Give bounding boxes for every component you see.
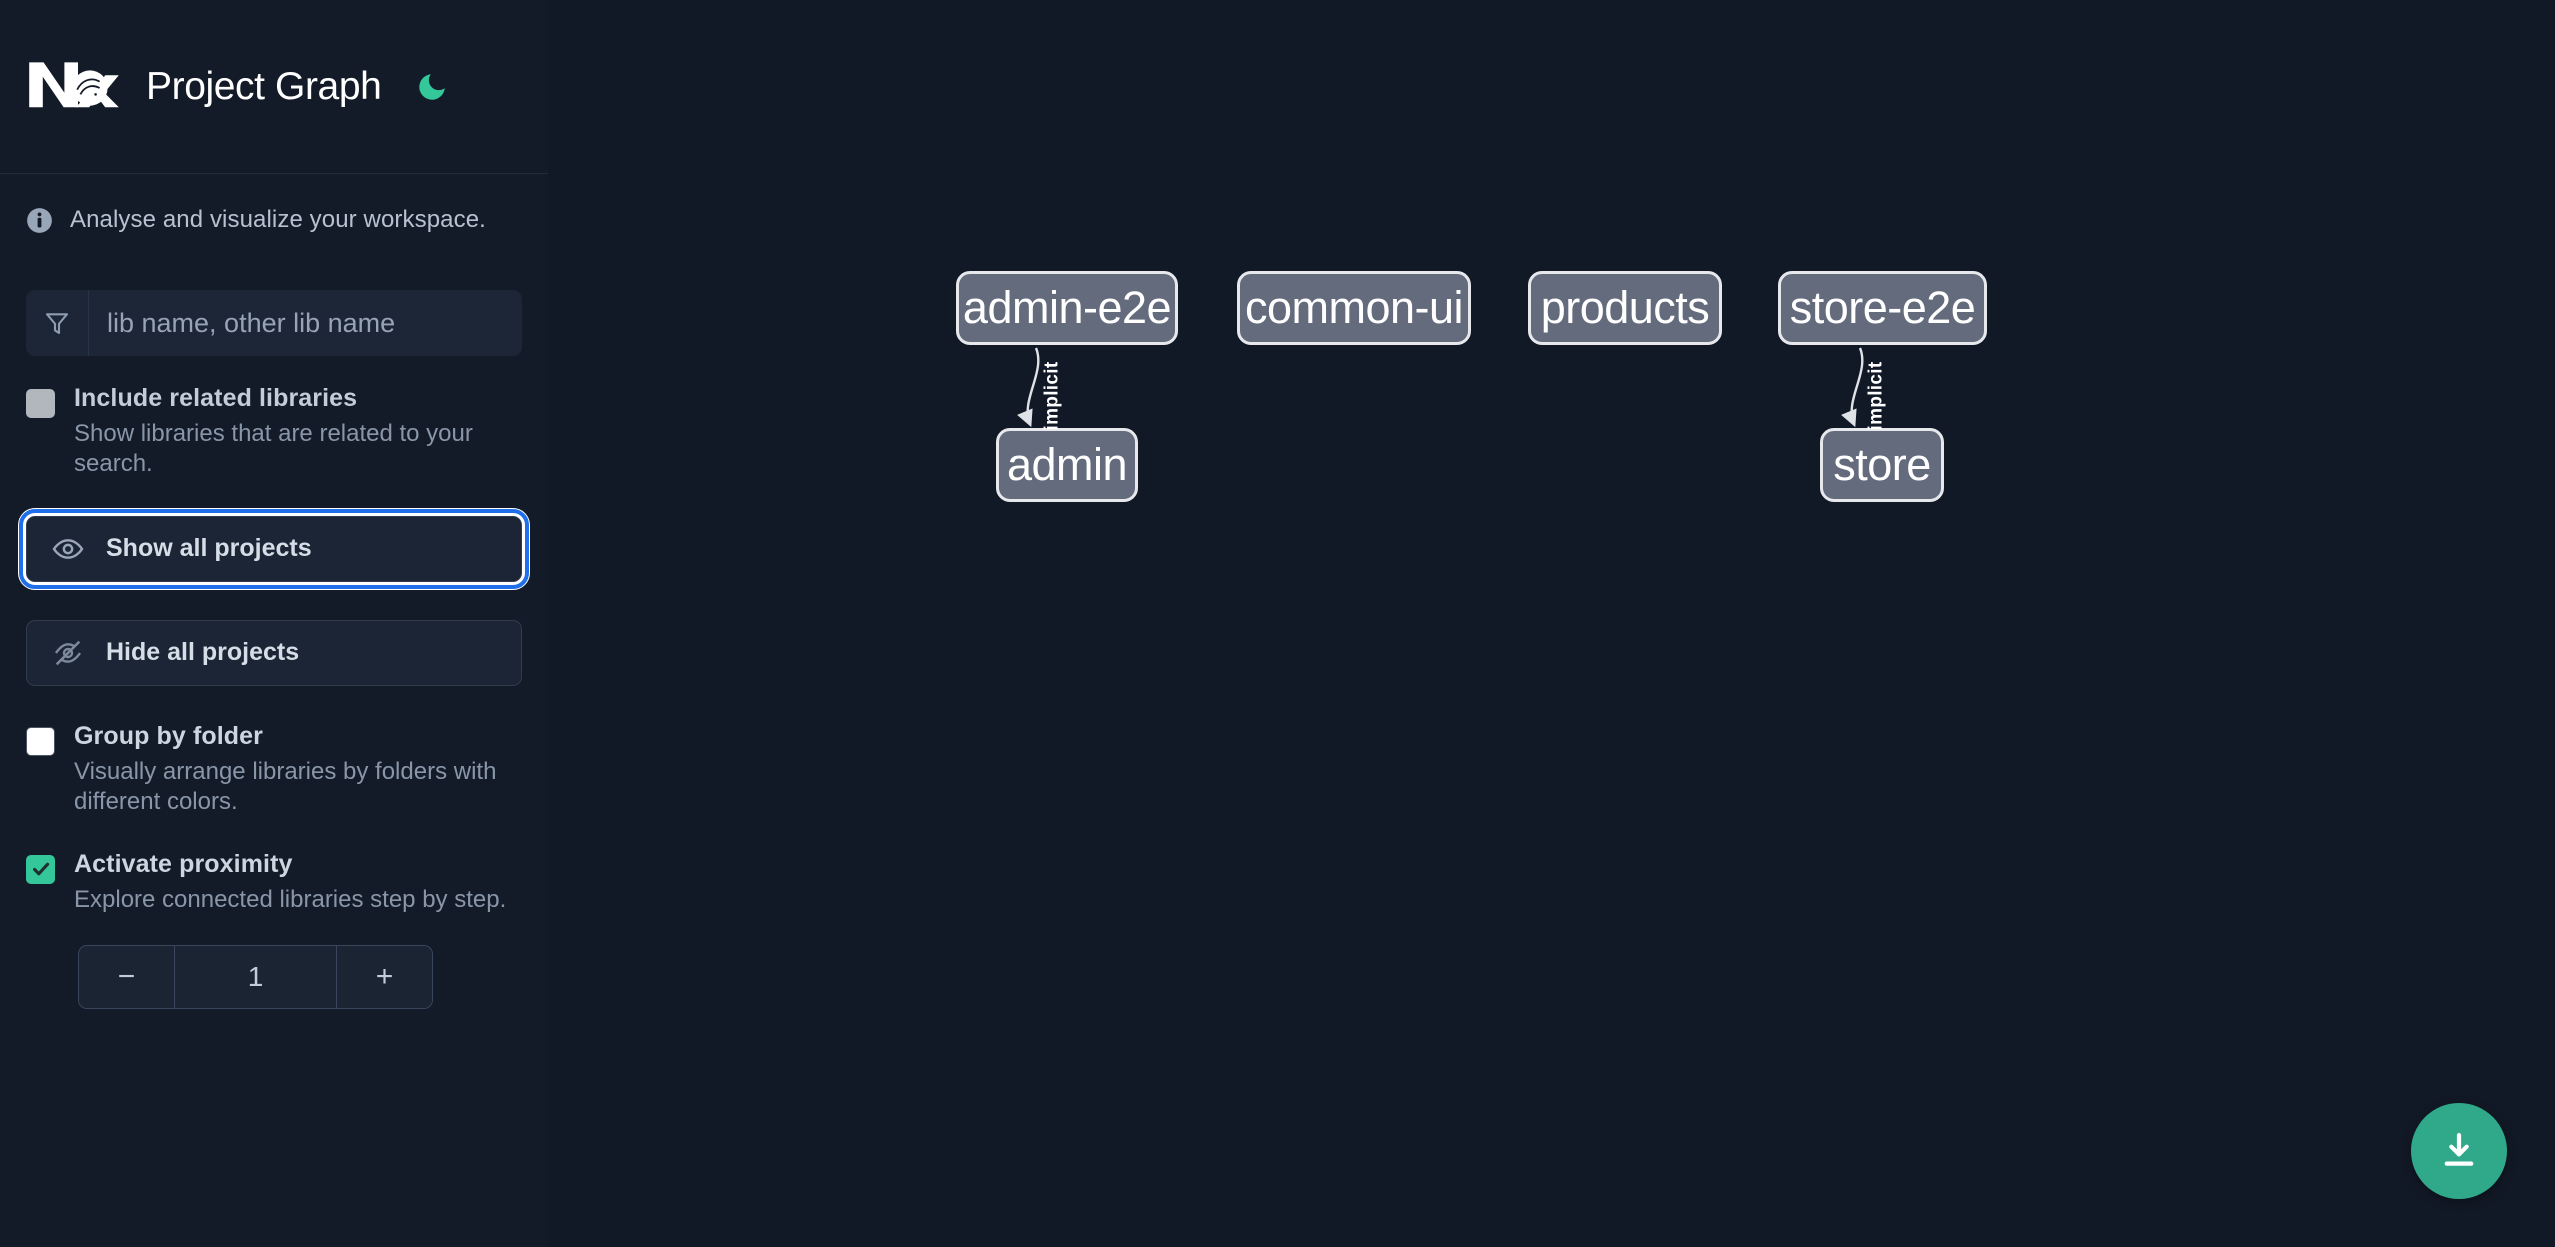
eye-icon (52, 533, 84, 565)
search-input[interactable] (89, 290, 522, 356)
proximity-decrement-button[interactable]: − (79, 946, 175, 1009)
graph-node-admin[interactable]: admin (996, 428, 1138, 502)
option-activate-proximity[interactable]: Activate proximity Explore connected lib… (26, 818, 522, 915)
nx-logo-icon (26, 56, 122, 118)
option-title: Include related libraries (74, 384, 358, 412)
proximity-value: 1 (175, 946, 336, 1009)
group-by-folder-checkbox-cell (26, 722, 74, 818)
edge-label-store-e2e-to-store: implicit (1865, 361, 1887, 431)
include-related-libraries-checkbox[interactable] (26, 389, 55, 418)
edge-admin-e2e-to-admin (1017, 347, 1040, 428)
option-description: Explore connected libraries step by step… (74, 885, 507, 913)
download-button[interactable] (2411, 1103, 2507, 1199)
search-box[interactable] (26, 290, 522, 356)
group-by-folder-checkbox[interactable] (26, 726, 55, 756)
proximity-increment-button[interactable]: + (336, 946, 432, 1009)
group-by-folder-text: Group by folder Visually arrange librari… (74, 722, 522, 818)
option-description: Show libraries that are related to your … (74, 420, 473, 478)
include-related-libraries-text: Include related libraries Show libraries… (74, 384, 522, 480)
edge-store-e2e-to-store (1841, 347, 1864, 428)
edge-label-admin-e2e-to-admin: implicit (1041, 361, 1063, 431)
graph-node-store-e2e[interactable]: store-e2e (1778, 271, 1987, 345)
option-title: Activate proximity (74, 849, 293, 878)
graph-node-products[interactable]: products (1528, 271, 1722, 345)
activate-proximity-checkbox-cell (26, 850, 74, 915)
sidebar-header: Project Graph (0, 0, 548, 174)
proximity-stepper[interactable]: − 1 + (78, 945, 433, 1010)
show-all-projects-button[interactable]: Show all projects (19, 508, 529, 589)
info-circle-icon (26, 207, 53, 234)
graph-canvas[interactable]: admin-e2e common-ui products store-e2e admin… (548, 0, 2555, 1247)
option-title: Group by folder (74, 721, 263, 750)
include-related-libraries-checkbox-cell (26, 384, 74, 480)
option-include-related-libraries[interactable]: Include related libraries Show libraries… (26, 356, 522, 480)
visibility-buttons: Show all projects Hide all projects (19, 508, 529, 686)
hide-all-projects-button[interactable]: Hide all projects (26, 619, 522, 686)
page-title: Project Graph (146, 64, 382, 108)
workspace-info-text: Analyse and visualize your workspace. (70, 206, 486, 233)
eye-off-icon (52, 637, 84, 669)
graph-node-store[interactable]: store (1820, 428, 1944, 502)
workspace-info: Analyse and visualize your workspace. (26, 174, 522, 262)
graph-node-admin-e2e[interactable]: admin-e2e (956, 271, 1178, 345)
sidebar-body: Analyse and visualize your workspace. In… (0, 174, 548, 1010)
activate-proximity-checkbox[interactable] (26, 854, 55, 884)
activate-proximity-text: Activate proximity Explore connected lib… (74, 850, 522, 915)
graph-node-common-ui[interactable]: common-ui (1237, 271, 1471, 345)
moon-icon[interactable] (411, 66, 453, 108)
show-all-projects-label: Show all projects (106, 534, 312, 563)
filter-funnel-icon (26, 290, 89, 356)
option-group-by-folder[interactable]: Group by folder Visually arrange librari… (26, 686, 522, 818)
sidebar: Project Graph Analyse and visualize your… (0, 0, 548, 1247)
option-description: Visually arrange libraries by folders wi… (74, 757, 497, 816)
download-icon (2438, 1129, 2480, 1174)
hide-all-projects-label: Hide all projects (106, 638, 300, 667)
graph-edges (1017, 347, 1864, 428)
